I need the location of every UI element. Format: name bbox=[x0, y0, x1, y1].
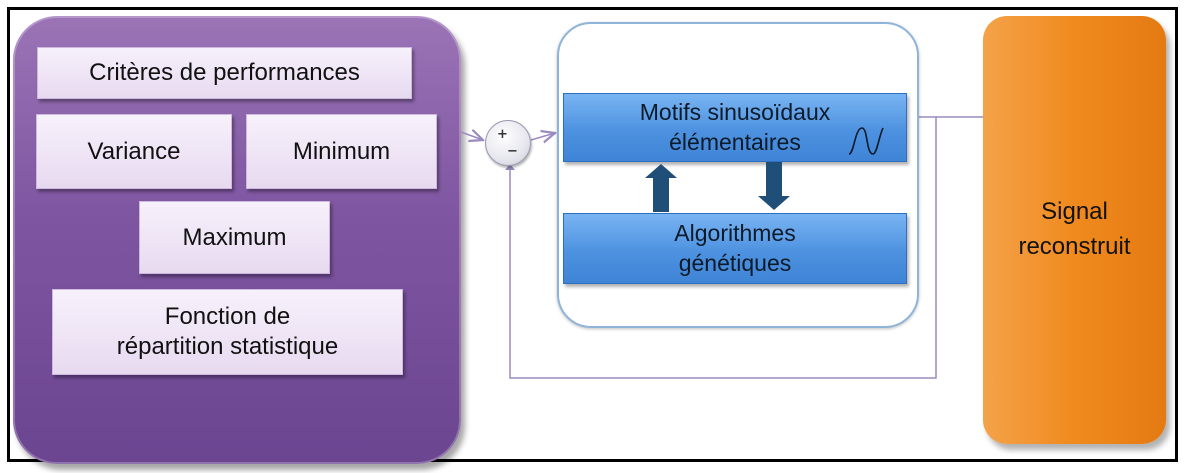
up-arrow-icon bbox=[645, 164, 677, 212]
criterion-distribution-box: Fonction de répartition statistique bbox=[52, 289, 403, 375]
exchange-arrows bbox=[645, 162, 790, 212]
sum-to-motifs-arrow bbox=[530, 133, 555, 140]
criterion-maximum-box: Maximum bbox=[139, 201, 330, 274]
reconstructed-signal-box: Signal reconstruit bbox=[983, 16, 1166, 444]
criterion-maximum: Maximum bbox=[182, 223, 287, 251]
criterion-variance: Variance bbox=[87, 137, 181, 165]
criterion-minimum: Minimum bbox=[292, 137, 391, 165]
genetic-algorithms-box: Algorithmes génétiques bbox=[563, 213, 907, 284]
motifs-label: Motifs sinusoïdaux élémentaires bbox=[639, 98, 831, 155]
sine-wave-icon bbox=[848, 127, 884, 155]
feedback-line bbox=[509, 116, 937, 379]
criteria-title: Critères de performances bbox=[89, 59, 360, 86]
down-arrow-icon bbox=[758, 162, 790, 210]
sum-minus-sign: − bbox=[507, 144, 518, 159]
genetic-algorithms-label: Algorithmes génétiques bbox=[674, 219, 796, 276]
summing-node: + − bbox=[485, 120, 531, 166]
criteria-title-box: Critères de performances bbox=[37, 47, 412, 99]
criteria-to-sum-arrow bbox=[460, 132, 483, 140]
feedback-arrowhead bbox=[505, 164, 515, 170]
criterion-variance-box: Variance bbox=[36, 114, 232, 189]
motifs-box: Motifs sinusoïdaux élémentaires bbox=[563, 93, 907, 162]
reconstructed-signal-label: Signal reconstruit bbox=[1018, 198, 1131, 260]
criterion-minimum-box: Minimum bbox=[246, 114, 437, 189]
sum-plus-sign: + bbox=[497, 127, 508, 142]
criterion-distribution: Fonction de répartition statistique bbox=[116, 303, 339, 360]
